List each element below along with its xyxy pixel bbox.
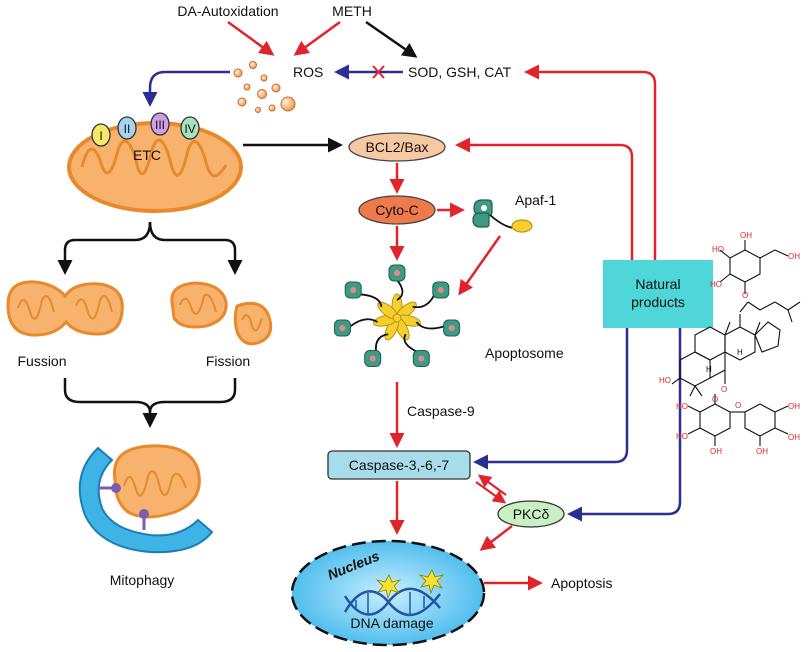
mitophagy-label: Mitophagy	[110, 572, 175, 588]
mitophagy-icon	[78, 444, 214, 554]
complex-3-icon	[150, 112, 170, 136]
antioxidants-label: SOD, GSH, CAT	[408, 64, 512, 80]
svg-text:O: O	[735, 401, 741, 410]
svg-text:OH: OH	[788, 402, 800, 411]
da-to-ros-arrow	[227, 20, 275, 56]
complex-3-label: III	[155, 118, 165, 132]
cyto-c-node	[358, 195, 436, 225]
svg-text:HO: HO	[676, 432, 688, 441]
apaf1-label: Apaf-1	[515, 192, 556, 208]
meth-label: METH	[332, 3, 372, 19]
caspase-367-label: Caspase-3,-6,-7	[349, 457, 450, 473]
caspase9-label: Caspase-9	[407, 403, 475, 419]
svg-text:OH: OH	[710, 447, 722, 456]
apoptosome-icon	[333, 264, 461, 368]
pkc-label: PKCδ	[513, 506, 550, 522]
branch-bracket	[57, 221, 243, 275]
complex-4-icon	[180, 116, 200, 140]
np-inhibits-caspase-arrow	[473, 328, 629, 470]
fussion-label: Fussion	[17, 353, 66, 369]
complex-1-icon	[91, 123, 111, 147]
svg-text:HO: HO	[659, 376, 671, 385]
svg-text:OH: OH	[788, 252, 800, 261]
apaf1-icon	[472, 199, 533, 233]
etc-label: ETC	[133, 147, 161, 163]
cyto-c-label: Cyto-C	[375, 202, 419, 218]
svg-text:OH: OH	[756, 447, 768, 456]
bcl2-bax-label: BCL2/Bax	[365, 139, 428, 155]
fusion-mitochondria	[6, 280, 124, 337]
svg-text:OH: OH	[788, 433, 800, 442]
natural-products-line2: products	[631, 294, 685, 310]
fission-mitochondria	[170, 281, 273, 346]
ros-to-etc-arrow	[142, 70, 230, 107]
svg-text:HO: HO	[712, 245, 724, 254]
fission-label: Fission	[206, 353, 250, 369]
svg-text:HO: HO	[676, 402, 688, 411]
svg-text:O: O	[742, 291, 748, 300]
meth-to-ros-arrow	[293, 20, 341, 56]
apoptosis-label: Apoptosis	[551, 575, 612, 591]
svg-text:OH: OH	[740, 231, 752, 240]
mitochondrion-etc	[67, 112, 243, 213]
pkc-to-nucleus-arrow	[479, 525, 513, 551]
svg-text:H: H	[706, 365, 712, 374]
complex-2-label: II	[124, 122, 131, 136]
molecule-atom-labels: HO HO OH OH O HO O O O HO HO OH OH OH OH…	[659, 231, 800, 456]
blocked-x-icon	[372, 65, 385, 79]
natural-products-line1: Natural	[635, 276, 680, 292]
np-inhibits-pkc-arrow	[567, 328, 682, 522]
caspase-pkc-bidirectional-arrow	[475, 474, 507, 504]
np-to-bcl2-arrow	[455, 137, 634, 260]
apaf-to-apoptosome-arrow	[458, 235, 502, 296]
complex-1-label: I	[99, 129, 102, 143]
ginsenoside-structure-icon	[671, 240, 801, 446]
ros-bubbles	[233, 61, 296, 113]
pkc-node	[497, 500, 565, 528]
complex-4-label: IV	[184, 122, 195, 136]
ros-label: ROS	[293, 64, 323, 80]
caspase-367-node	[327, 450, 471, 480]
np-to-antioxidants-arrow	[524, 64, 657, 260]
complex-2-icon	[117, 116, 137, 140]
svg-text:O: O	[721, 385, 727, 394]
meth-to-antioxidant-arrow	[365, 20, 418, 58]
apoptosome-label: Apoptosome	[485, 345, 564, 361]
dna-icon	[343, 587, 441, 617]
svg-text:O: O	[712, 395, 718, 404]
bcl2-bax-node	[348, 132, 446, 162]
dna-damage-label: DNA damage	[350, 615, 433, 631]
da-autoxidation-label: DA-Autoxidation	[177, 3, 278, 19]
svg-text:HO: HO	[710, 280, 722, 289]
natural-products-box	[603, 260, 713, 328]
svg-text:H: H	[737, 348, 743, 357]
merge-bracket	[63, 378, 237, 428]
damage-star-icon	[375, 569, 445, 600]
